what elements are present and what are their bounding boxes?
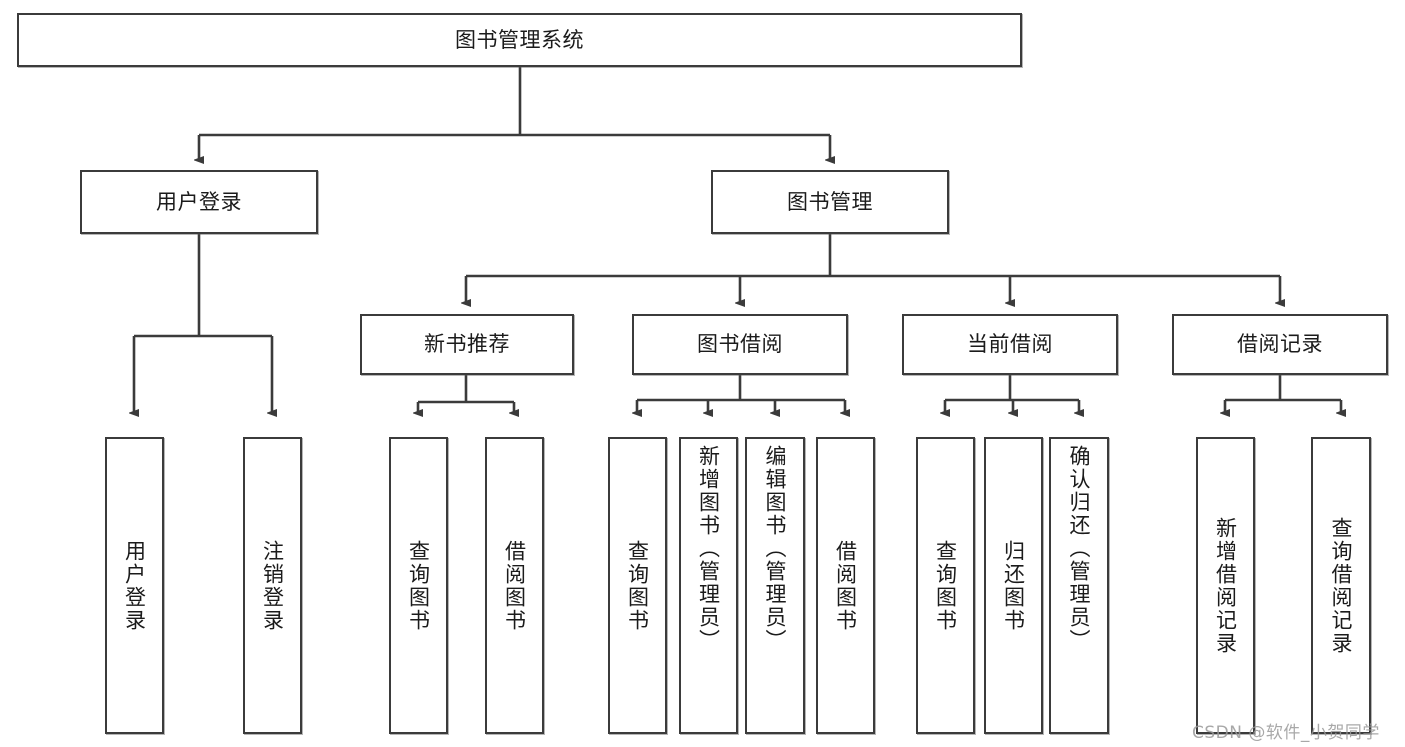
node-book-management[interactable]: 图书管理 <box>711 170 949 234</box>
leaf-borrow-borrow-books-label: 借阅图书 <box>833 539 858 632</box>
leaf-current-return-books-label: 归还图书 <box>1001 539 1026 632</box>
leaf-user-login-logout[interactable]: 注销登录 <box>243 437 302 734</box>
leaf-new-book-borrow-books[interactable]: 借阅图书 <box>485 437 544 734</box>
leaf-current-confirm-return-admin-label: 确认归还（管理员） <box>1067 445 1092 652</box>
leaf-record-add-record[interactable]: 新增借阅记录 <box>1196 437 1255 734</box>
node-new-book-recommend-label: 新书推荐 <box>424 332 510 357</box>
leaf-user-login-logout-label: 注销登录 <box>260 539 285 632</box>
csdn-watermark: CSDN @软件_小贺同学 <box>1192 723 1380 743</box>
leaf-user-login-signin[interactable]: 用户登录 <box>105 437 164 734</box>
node-user-login-label: 用户登录 <box>156 189 242 214</box>
leaf-user-login-signin-label: 用户登录 <box>122 539 147 632</box>
leaf-new-book-borrow-books-label: 借阅图书 <box>502 539 527 632</box>
node-current-borrow[interactable]: 当前借阅 <box>902 314 1118 375</box>
leaf-record-query-record[interactable]: 查询借阅记录 <box>1311 437 1371 734</box>
node-current-borrow-label: 当前借阅 <box>967 332 1053 357</box>
leaf-new-book-query-books-label: 查询图书 <box>406 539 431 632</box>
leaf-record-query-record-label: 查询借阅记录 <box>1329 516 1354 655</box>
leaf-borrow-edit-book-admin-label: 编辑图书（管理员） <box>763 445 788 652</box>
leaf-current-return-books[interactable]: 归还图书 <box>984 437 1043 734</box>
leaf-borrow-query-books[interactable]: 查询图书 <box>608 437 667 734</box>
leaf-borrow-add-book-admin-label: 新增图书（管理员） <box>696 445 721 652</box>
leaf-borrow-borrow-books[interactable]: 借阅图书 <box>816 437 875 734</box>
node-root-book-management-system[interactable]: 图书管理系统 <box>17 13 1022 67</box>
leaf-current-query-books-label: 查询图书 <box>933 539 958 632</box>
node-book-borrow-label: 图书借阅 <box>697 332 783 357</box>
node-book-borrow[interactable]: 图书借阅 <box>632 314 848 375</box>
node-new-book-recommend[interactable]: 新书推荐 <box>360 314 574 375</box>
leaf-borrow-edit-book-admin[interactable]: 编辑图书（管理员） <box>745 437 805 734</box>
leaf-record-add-record-label: 新增借阅记录 <box>1213 516 1238 655</box>
node-root-label: 图书管理系统 <box>455 27 584 52</box>
leaf-new-book-query-books[interactable]: 查询图书 <box>389 437 448 734</box>
leaf-borrow-add-book-admin[interactable]: 新增图书（管理员） <box>679 437 738 734</box>
node-borrow-record[interactable]: 借阅记录 <box>1172 314 1388 375</box>
node-borrow-record-label: 借阅记录 <box>1237 332 1323 357</box>
leaf-borrow-query-books-label: 查询图书 <box>625 539 650 632</box>
node-book-management-label: 图书管理 <box>787 189 873 214</box>
leaf-current-confirm-return-admin[interactable]: 确认归还（管理员） <box>1049 437 1109 734</box>
leaf-current-query-books[interactable]: 查询图书 <box>916 437 975 734</box>
node-user-login[interactable]: 用户登录 <box>80 170 318 234</box>
